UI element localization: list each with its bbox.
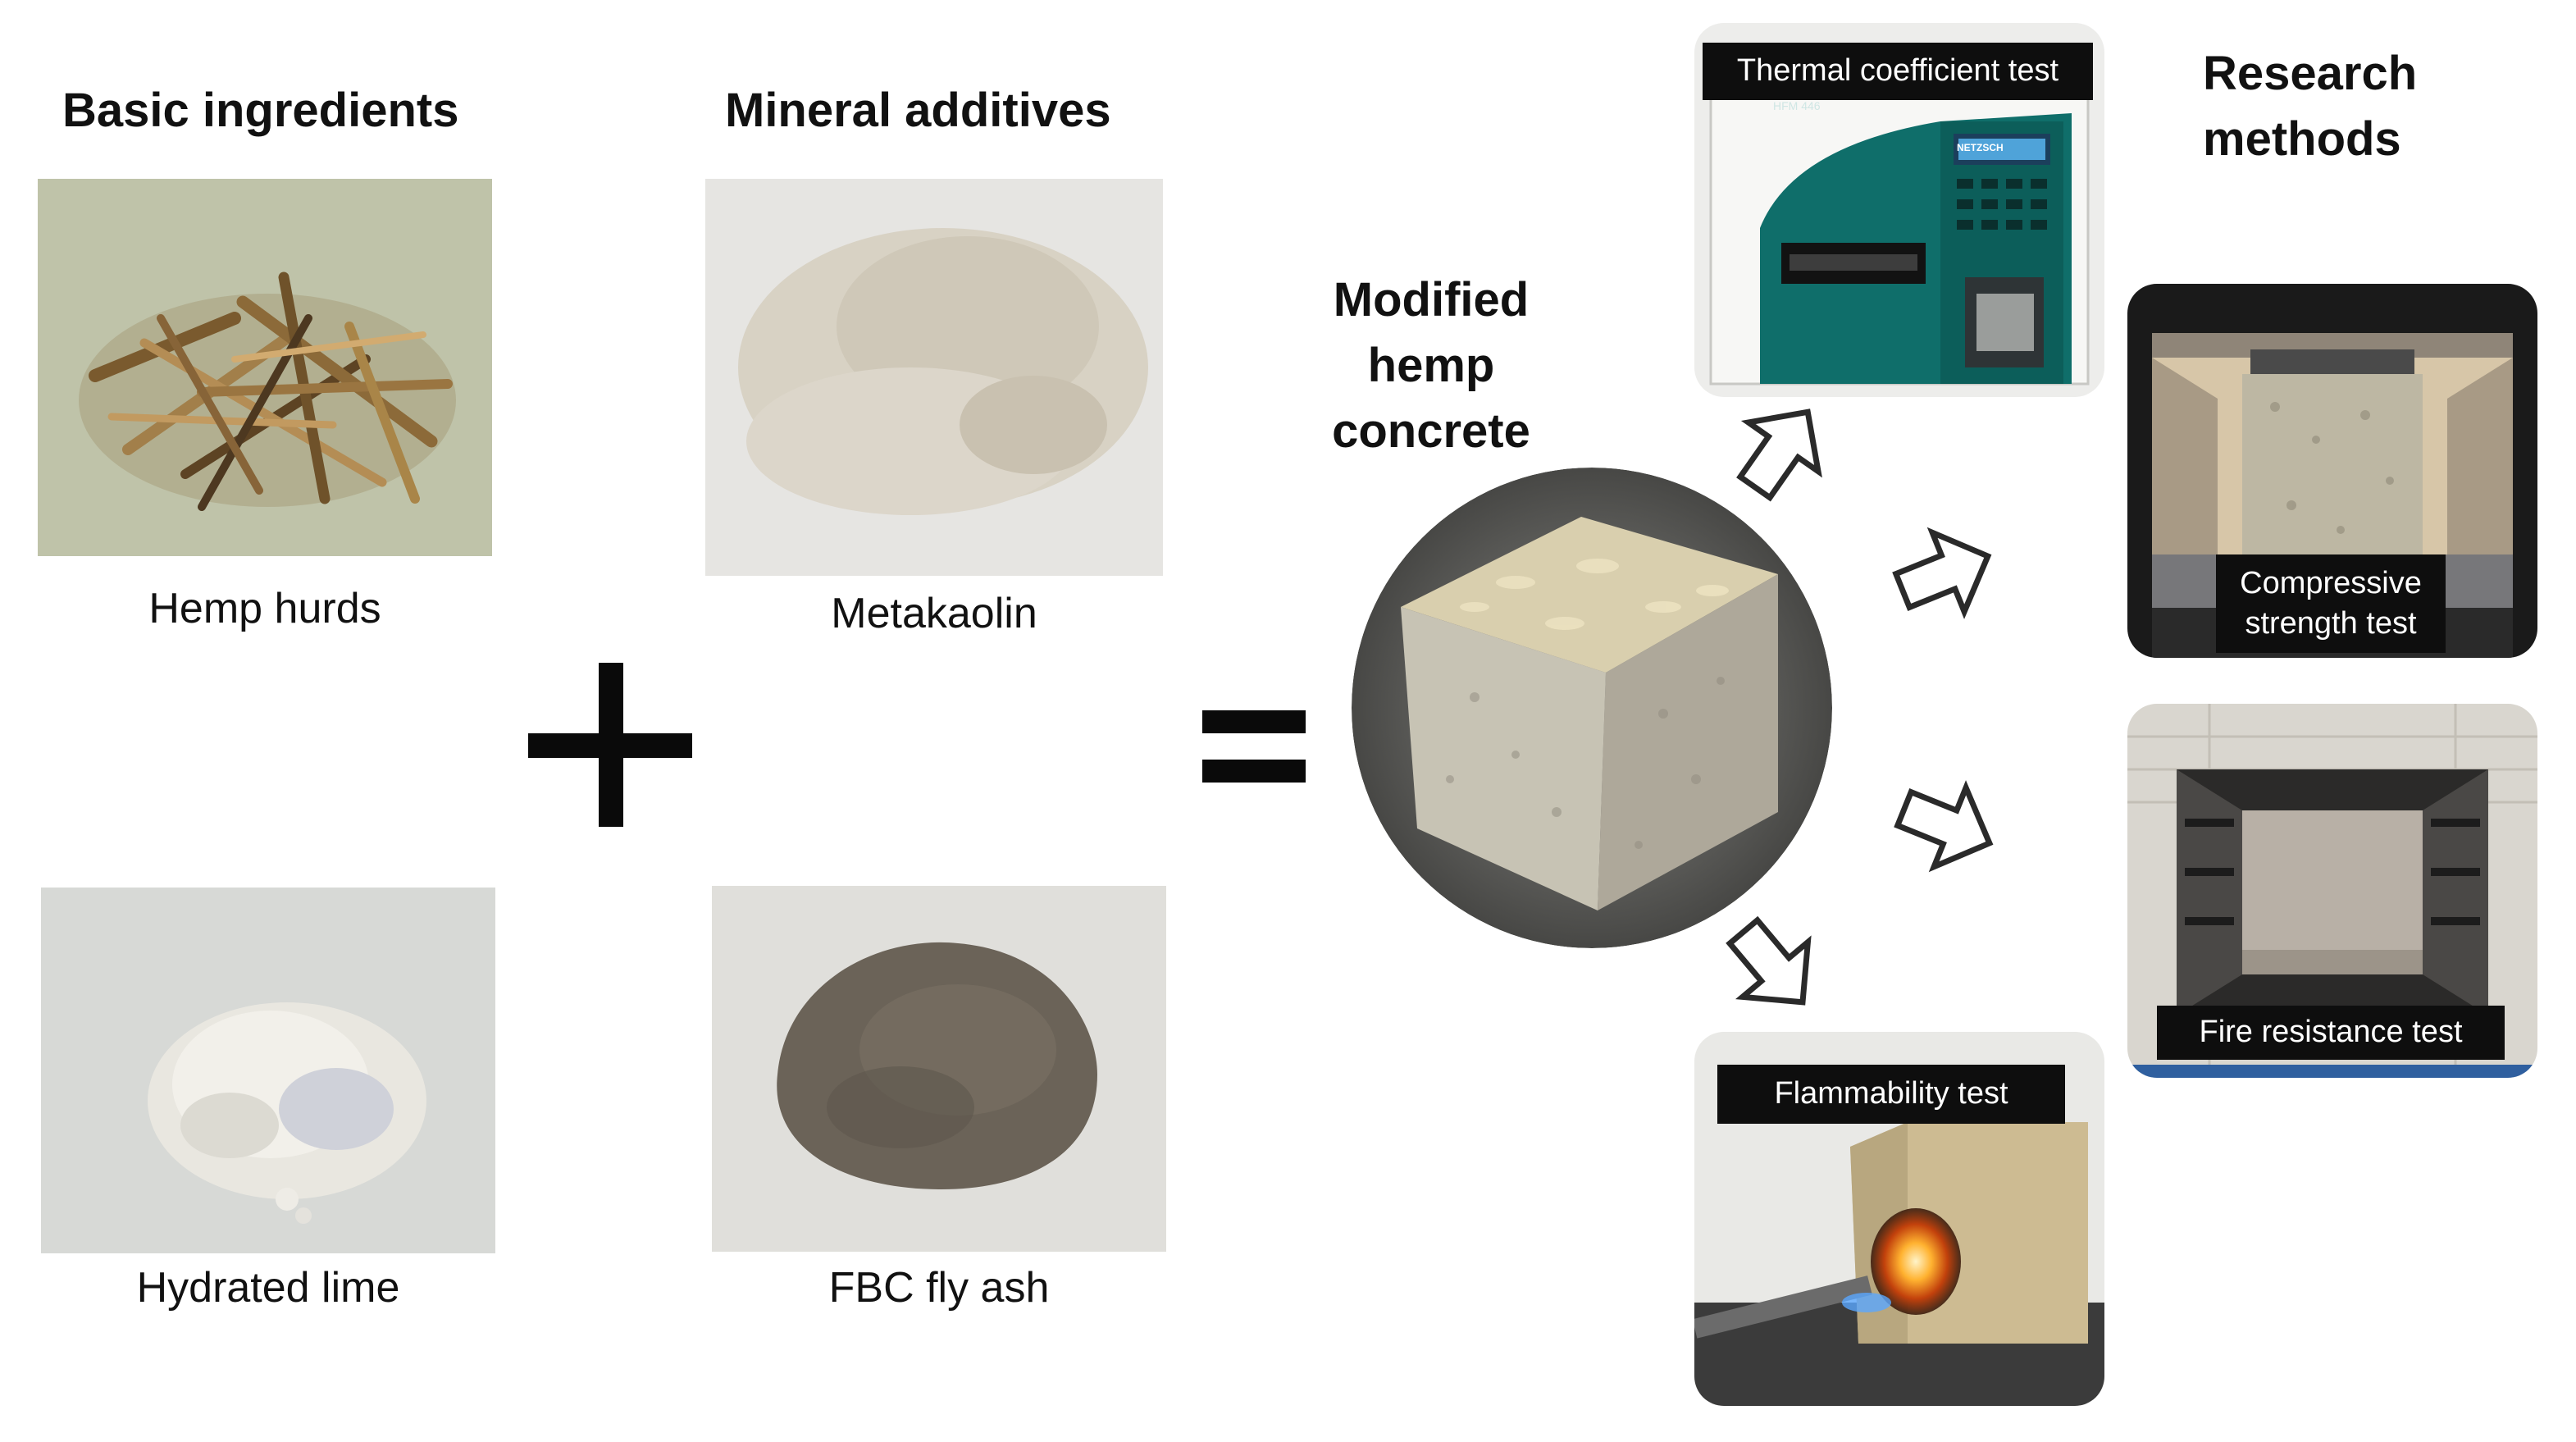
research-heading-line-2: methods <box>2203 112 2401 167</box>
basic-ingredients-heading: Basic ingredients <box>62 84 459 137</box>
fbc-fly-ash-photo <box>712 886 1166 1252</box>
research-methods-heading: Research methods <box>2203 41 2417 172</box>
device-brand-text: NETZSCH <box>1957 142 2004 153</box>
compressive-label-line-1: Compressive <box>2240 565 2422 600</box>
equals-sign <box>1202 710 1306 784</box>
arrow-to-compressive <box>1887 517 2004 630</box>
flammability-test-photo: Flammability test <box>1694 1032 2104 1406</box>
device-model-text: HFM 446 <box>1773 99 1821 112</box>
fire-resistance-test-photo: Fire resistance test <box>2127 704 2537 1078</box>
hemp-concrete-cube-photo <box>1352 468 1832 948</box>
plus-sign <box>528 663 692 827</box>
product-title-line-2: hemp <box>1367 339 1495 393</box>
compressive-test-label: Compressive strength test <box>2216 554 2446 653</box>
product-title-line-3: concrete <box>1332 404 1530 459</box>
thermal-test-photo: HFM 446 NETZSCH Thermal coefficient test <box>1694 23 2104 397</box>
hydrated-lime-caption: Hydrated lime <box>136 1264 400 1312</box>
thermal-test-label: Thermal coefficient test <box>1703 43 2093 100</box>
metakaolin-photo <box>705 179 1163 576</box>
research-heading-line-1: Research <box>2203 47 2418 100</box>
flammability-test-label: Flammability test <box>1717 1065 2065 1124</box>
mineral-additives-heading: Mineral additives <box>725 84 1111 137</box>
compressive-label-line-2: strength test <box>2245 606 2417 641</box>
arrow-to-thermal <box>1720 387 1842 511</box>
compressive-test-photo: Compressive strength test <box>2127 284 2537 658</box>
modified-hemp-concrete-heading: Modified hemp concrete <box>1279 267 1583 464</box>
arrow-to-flammability <box>1711 905 1835 1030</box>
fire-resistance-test-label: Fire resistance test <box>2157 1006 2505 1060</box>
hemp-hurds-caption: Hemp hurds <box>148 585 381 632</box>
metakaolin-caption: Metakaolin <box>831 590 1037 637</box>
hydrated-lime-photo <box>41 888 495 1253</box>
hemp-hurds-photo <box>38 179 492 556</box>
fbc-fly-ash-caption: FBC fly ash <box>828 1264 1050 1312</box>
arrow-to-fire <box>1889 769 2006 883</box>
product-title-line-1: Modified <box>1333 273 1530 326</box>
